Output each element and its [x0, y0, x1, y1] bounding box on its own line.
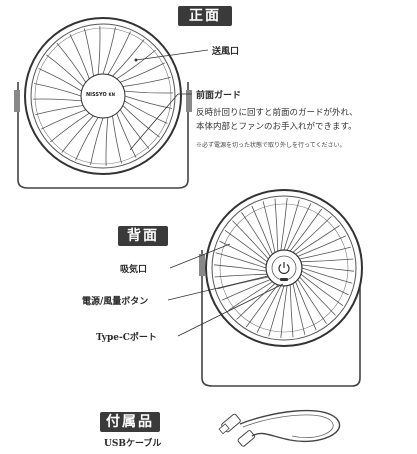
- grille-spoke: [300, 273, 344, 307]
- grille-spoke: [116, 49, 156, 80]
- grille-spoke: [297, 279, 327, 324]
- grille-spoke: [292, 216, 332, 253]
- grille-spoke: [299, 276, 336, 316]
- grille-spoke: [105, 117, 109, 166]
- grille-spoke: [122, 77, 171, 87]
- grille-spoke: [292, 283, 306, 335]
- grille-spoke: [301, 264, 354, 272]
- grille-spoke: [34, 83, 82, 97]
- grille-spoke: [122, 105, 160, 138]
- grille-spoke: [84, 28, 94, 77]
- grille-spoke: [232, 220, 269, 260]
- grille-spoke: [69, 34, 90, 79]
- grille-spoke: [297, 235, 347, 257]
- grille-spoke: [102, 27, 116, 75]
- grille-spoke: [124, 100, 168, 124]
- grille-spoke: [61, 115, 94, 153]
- typec-port-label: Type-Cポート: [96, 333, 157, 343]
- grille-spoke: [289, 284, 294, 338]
- back-section-badge: 背面: [118, 226, 168, 246]
- grille-spoke: [38, 68, 82, 92]
- grille-spoke: [280, 198, 288, 251]
- power-icon: [278, 262, 290, 275]
- grille-spoke: [215, 252, 267, 269]
- grille-spoke: [262, 201, 276, 253]
- grille-spoke: [120, 62, 165, 83]
- grille-spoke: [251, 205, 273, 255]
- guard-description-line-1: 反時計回りに回すと前面のガードが外れ、: [196, 108, 358, 118]
- accessories-badge: 付属品: [100, 412, 160, 432]
- grille-spoke: [33, 98, 82, 102]
- grille-spoke: [56, 43, 87, 83]
- grille-spoke: [124, 95, 172, 109]
- grille-spoke: [224, 229, 268, 263]
- grille-spoke: [112, 39, 145, 77]
- front-section-badge: 正面: [178, 6, 232, 26]
- grille-spoke: [75, 117, 99, 161]
- grille-spoke: [268, 285, 285, 337]
- grille-spoke: [214, 264, 267, 272]
- grille-spoke: [245, 284, 279, 328]
- grille-spoke: [274, 198, 279, 252]
- grille-spoke: [35, 105, 84, 115]
- grille-spoke: [41, 109, 86, 130]
- grille-spoke: [299, 246, 351, 260]
- grille-spoke: [280, 285, 288, 338]
- grille-spoke: [295, 281, 317, 331]
- brand-suffix-text: KN: [108, 92, 115, 97]
- grille-spoke: [221, 279, 271, 301]
- power-button-label: 電源/風量ボタン: [82, 297, 149, 307]
- grille-spoke: [241, 212, 271, 257]
- grille-spoke: [301, 267, 353, 284]
- grille-spoke: [256, 285, 282, 333]
- grille-spoke: [46, 54, 84, 87]
- usb-cable-label: USBケーブル: [104, 439, 162, 449]
- outlet-label: 送風口: [212, 47, 240, 57]
- brand-text: NISSYO: [86, 92, 107, 98]
- grille-spoke: [112, 115, 122, 164]
- grille-spoke: [219, 240, 267, 266]
- grille-spoke: [214, 273, 268, 278]
- grille-spoke: [107, 31, 131, 75]
- grille-spoke: [300, 258, 354, 263]
- grille-spoke: [236, 283, 276, 320]
- grille-spoke: [217, 276, 269, 290]
- grille-spoke: [286, 203, 312, 251]
- grille-spoke: [116, 113, 137, 158]
- grille-spoke: [295, 225, 340, 255]
- grille-spoke: [97, 26, 101, 75]
- grille-spoke: [301, 270, 349, 296]
- front-guard-label: 前面ガード: [196, 91, 242, 101]
- grille-spoke: [90, 117, 104, 165]
- safety-note: ※必ず電源を切った状態で取り外しを行ってください。: [196, 142, 346, 149]
- grille-spoke: [289, 208, 323, 252]
- guard-description-line-2: 本体内部とファンのお手入れができます。: [196, 122, 357, 132]
- grille-spoke: [50, 112, 90, 143]
- grille-spoke: [119, 109, 150, 149]
- power-button[interactable]: [276, 260, 292, 276]
- grille-spoke: [124, 90, 173, 94]
- grille-spoke: [283, 199, 300, 251]
- grille-spoke: [228, 281, 273, 311]
- intake-label: 吸気口: [120, 265, 148, 275]
- front-brand-logo: NISSYO KN: [86, 92, 115, 98]
